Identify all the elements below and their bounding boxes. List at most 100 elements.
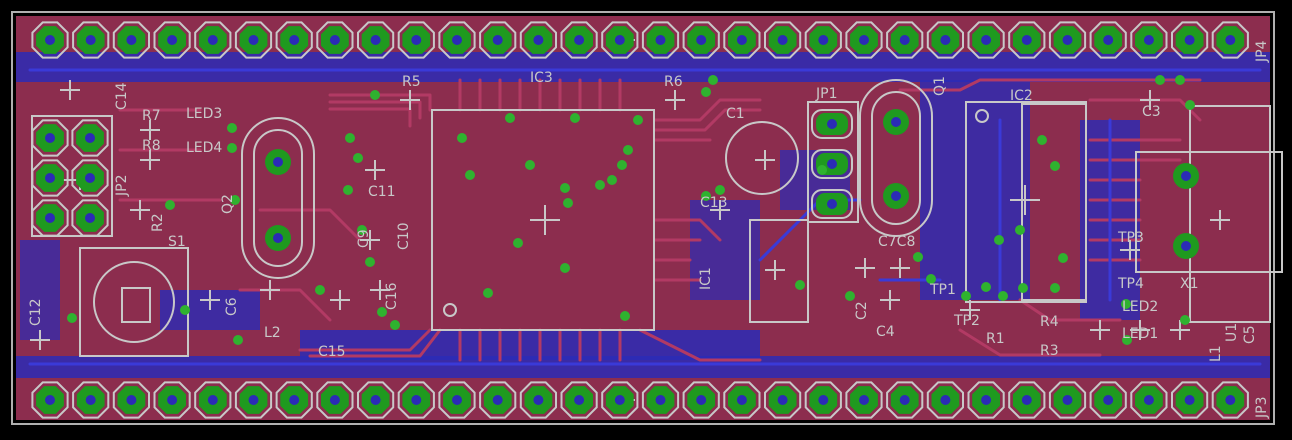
jp4-pad xyxy=(72,21,110,59)
jp3-pad xyxy=(723,381,761,419)
label-x1: X1 xyxy=(1180,276,1199,292)
jp4-pad xyxy=(1048,21,1087,59)
jp3-pad xyxy=(112,381,150,419)
jp3-pad xyxy=(31,381,69,419)
label-c14: C14 xyxy=(114,82,130,110)
vias xyxy=(67,75,1195,345)
jp4-pad xyxy=(194,21,232,59)
label-c2: C2 xyxy=(854,301,870,320)
label-q2: Q2 xyxy=(220,194,236,214)
jp3-pad xyxy=(316,381,354,419)
label-c16: C16 xyxy=(384,282,400,310)
jp4-pad xyxy=(1089,21,1127,59)
jp4-pad xyxy=(153,21,191,59)
label-led1: LED1 xyxy=(1122,326,1158,342)
x1-outline xyxy=(1135,151,1283,273)
jp4-pad xyxy=(764,21,802,59)
c1-outline xyxy=(725,121,799,195)
jp3-pad xyxy=(926,381,964,419)
jp4-pad xyxy=(845,21,883,59)
label-ic3: IC3 xyxy=(530,70,553,86)
jp2-pad xyxy=(71,199,109,237)
label-ic1: IC1 xyxy=(698,267,714,290)
jp3-pad xyxy=(764,381,802,419)
crystal-pads xyxy=(265,109,1199,259)
jp3-pad xyxy=(275,381,313,419)
jp3-pad xyxy=(560,381,598,419)
jp4-pad xyxy=(967,21,1005,59)
jp3-pad xyxy=(1171,381,1209,419)
jp1-header xyxy=(811,109,853,219)
jp2-pad xyxy=(31,119,69,157)
jp4-pad xyxy=(682,21,720,59)
jp4-pad xyxy=(519,21,557,59)
jp4-pad xyxy=(234,21,273,59)
jp4-pad xyxy=(1130,21,1168,59)
jp1-pad xyxy=(811,109,853,139)
jp3-pad xyxy=(1211,381,1249,419)
label-led2: LED2 xyxy=(1122,299,1158,315)
jp4-pad xyxy=(886,21,924,59)
jp4-pad xyxy=(112,21,150,59)
label-led4: LED4 xyxy=(186,140,222,156)
jp3-pad xyxy=(234,381,273,419)
jp2-header xyxy=(31,119,109,237)
s1-outline xyxy=(79,247,189,357)
label-r4: R4 xyxy=(1040,314,1059,330)
jp4-pad xyxy=(31,21,69,59)
jp2-pad xyxy=(31,199,69,237)
jp3-pad xyxy=(153,381,191,419)
label-r5: R5 xyxy=(402,74,421,90)
label-jp1: JP1 xyxy=(815,86,837,102)
jp3-pad xyxy=(1130,381,1168,419)
label-l1: L1 xyxy=(1208,345,1224,362)
jp1-outline xyxy=(807,101,859,223)
label-q1: Q1 xyxy=(932,76,948,96)
label-c9: C9 xyxy=(356,229,372,248)
ic3-outline xyxy=(431,109,655,331)
jp3-pad xyxy=(641,381,680,419)
silkscreen xyxy=(30,30,1283,410)
jp4-pad xyxy=(438,21,476,59)
jp3-pad xyxy=(357,381,395,419)
jp4-pad xyxy=(723,21,761,59)
jp3-pad xyxy=(1089,381,1127,419)
label-r1: R1 xyxy=(986,331,1005,347)
label-r6: R6 xyxy=(664,74,683,90)
label-jp4: JP4 xyxy=(1254,40,1270,63)
jp2-pad xyxy=(31,159,69,197)
label-c7c8: C7C8 xyxy=(878,234,915,250)
label-tp3: TP3 xyxy=(1117,230,1144,246)
label-tp1: TP1 xyxy=(929,282,956,298)
jp3-pad xyxy=(601,381,639,419)
jp3-header xyxy=(31,381,1249,419)
label-tp4: TP4 xyxy=(1117,276,1144,292)
label-c4: C4 xyxy=(876,324,895,340)
label-c6: C6 xyxy=(224,297,240,316)
jp3-pad xyxy=(519,381,557,419)
jp4-pad xyxy=(1008,21,1046,59)
label-jp2: JP2 xyxy=(114,175,130,197)
label-c3: C3 xyxy=(1142,104,1161,120)
jp3-pad xyxy=(438,381,476,419)
jp4-pad xyxy=(601,21,639,59)
jp4-pad xyxy=(804,21,842,59)
jp3-pad xyxy=(682,381,720,419)
component-labels: IC3 IC2 IC1 R5 R6 R7 R8 R2 R1 R3 R4 C14 … xyxy=(28,40,1270,419)
label-r3: R3 xyxy=(1040,343,1059,359)
label-c1: C1 xyxy=(726,106,745,122)
label-l2: L2 xyxy=(264,325,281,341)
label-r7: R7 xyxy=(142,108,161,124)
jp2-pad xyxy=(71,159,109,197)
jp3-pad xyxy=(1008,381,1046,419)
jp4-pad xyxy=(316,21,354,59)
jp3-pad xyxy=(479,381,517,419)
label-s1: S1 xyxy=(168,234,186,250)
q2-outline xyxy=(241,117,315,279)
label-tp2: TP2 xyxy=(953,313,980,329)
label-c11: C11 xyxy=(368,184,396,200)
jp4-pad xyxy=(1211,21,1249,59)
jp3-pad xyxy=(886,381,924,419)
label-u1: U1 xyxy=(1224,323,1240,342)
